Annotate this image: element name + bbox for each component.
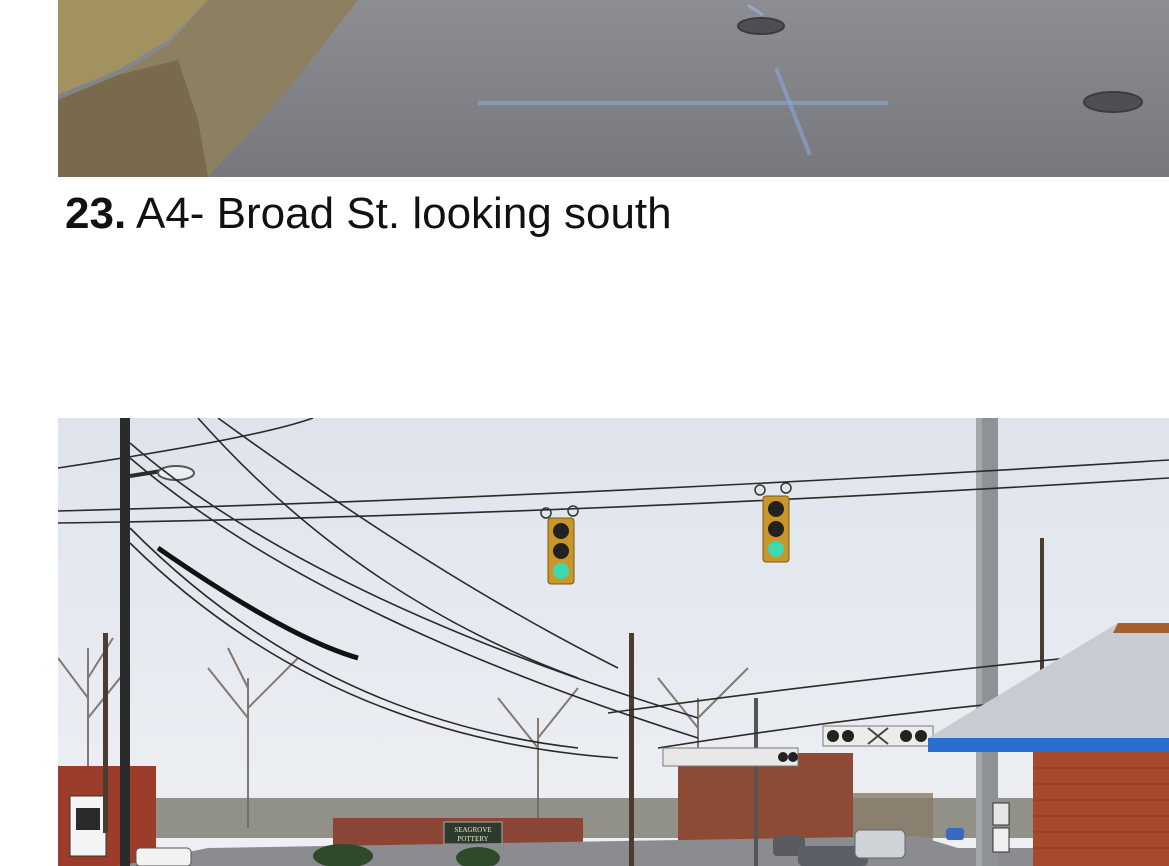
signal-red-lamp [768, 501, 784, 517]
brick-wall [1033, 752, 1169, 866]
shrub [313, 844, 373, 866]
paint-mark [747, 3, 764, 17]
car [854, 829, 906, 859]
grass-verge [58, 0, 208, 95]
traffic-signal [754, 482, 792, 563]
signal-red-lamp [553, 523, 569, 539]
shrub [456, 847, 500, 866]
utility-pole [629, 633, 634, 866]
street-scene-photo: SEAGROVE POTTERY [58, 418, 1169, 866]
car [135, 847, 192, 866]
utility-pole [103, 633, 108, 833]
seagrove-sign-line1: SEAGROVE [454, 826, 491, 834]
caption-number: 23. [65, 189, 127, 238]
manhole-cover [1083, 91, 1143, 113]
seagrove-sign-line2: POTTERY [457, 835, 488, 843]
caption-text: A4- Broad St. looking south [135, 189, 672, 238]
signal-yellow-lamp [768, 521, 784, 537]
utility-pole [1040, 538, 1044, 698]
road-surface-photo [58, 0, 1169, 177]
railroad-crossing-signal [662, 747, 799, 767]
pole-poster [992, 802, 1010, 826]
streetlight [157, 465, 195, 481]
signal-yellow-lamp [553, 543, 569, 559]
signal-green-lamp [553, 563, 569, 579]
manhole-cover [737, 17, 785, 35]
gutter [58, 60, 208, 177]
utility-pole [120, 418, 130, 866]
metal-roof [928, 623, 1169, 738]
car [946, 828, 964, 840]
road [118, 836, 1169, 866]
signal-green-lamp [768, 541, 784, 557]
paint-mark [774, 67, 812, 156]
car [798, 846, 868, 866]
pole-poster [992, 827, 1010, 853]
photo-caption: 23. A4- Broad St. looking south [65, 188, 672, 240]
car [773, 836, 805, 856]
traffic-signal [540, 505, 579, 585]
utility-pole [754, 698, 758, 866]
railroad-crossing-signal [822, 725, 934, 747]
blue-awning [928, 738, 1169, 752]
